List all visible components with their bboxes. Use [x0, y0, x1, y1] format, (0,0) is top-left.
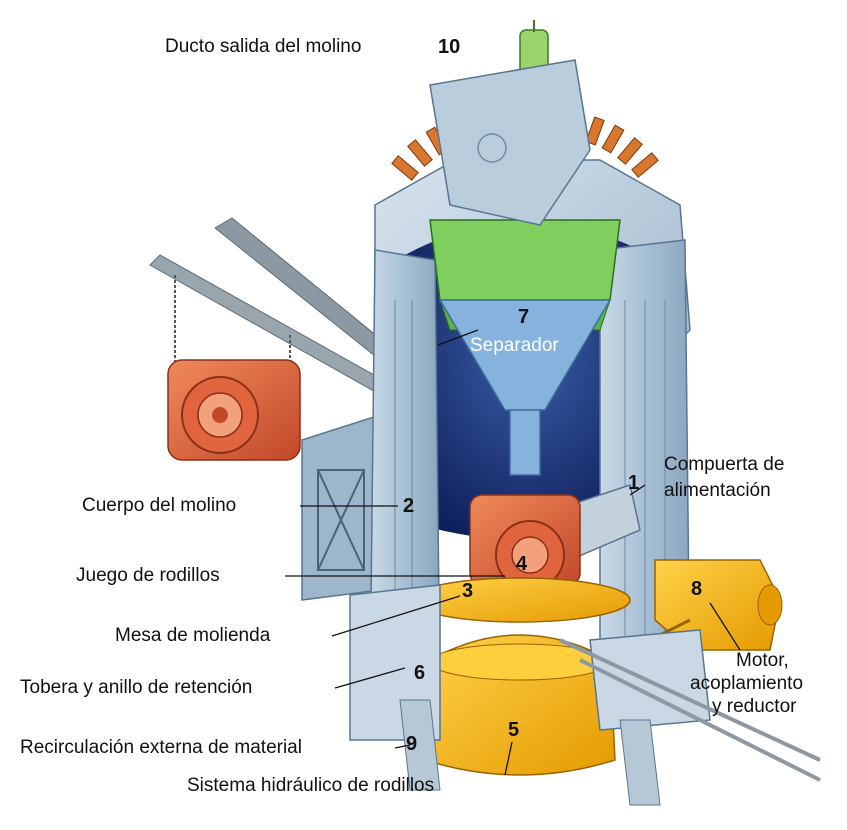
- number-10: 10: [438, 36, 460, 58]
- number-5: 5: [508, 719, 519, 741]
- number-7: 7: [518, 306, 529, 328]
- number-8: 8: [691, 578, 702, 600]
- number-2: 2: [403, 495, 414, 517]
- label-roller-set: Juego de rodillos: [76, 565, 220, 587]
- spare-roller: [168, 360, 300, 460]
- label-nozzle-ring: Tobera y anillo de retención: [20, 677, 252, 699]
- label-feed-gate-line2: alimentación: [664, 480, 771, 502]
- label-separator: Separador: [470, 335, 559, 357]
- label-grinding-table: Mesa de molienda: [115, 625, 270, 647]
- number-4: 4: [516, 553, 527, 575]
- number-9: 9: [406, 733, 417, 755]
- label-mill-body: Cuerpo del molino: [82, 495, 236, 517]
- label-external-recirculation: Recirculación externa de material: [20, 737, 302, 759]
- label-motor-line3: y reductor: [712, 696, 796, 718]
- label-motor-line1: Motor,: [736, 650, 789, 672]
- label-hydraulic-system: Sistema hidráulico de rodillos: [187, 775, 434, 797]
- label-outlet-duct: Ducto salida del molino: [165, 36, 361, 58]
- number-1: 1: [628, 472, 639, 494]
- label-motor-line2: acoplamiento: [690, 673, 803, 695]
- label-feed-gate-line1: Compuerta de: [664, 454, 784, 476]
- number-6: 6: [414, 662, 425, 684]
- access-panel: [302, 415, 380, 600]
- number-3: 3: [462, 580, 473, 602]
